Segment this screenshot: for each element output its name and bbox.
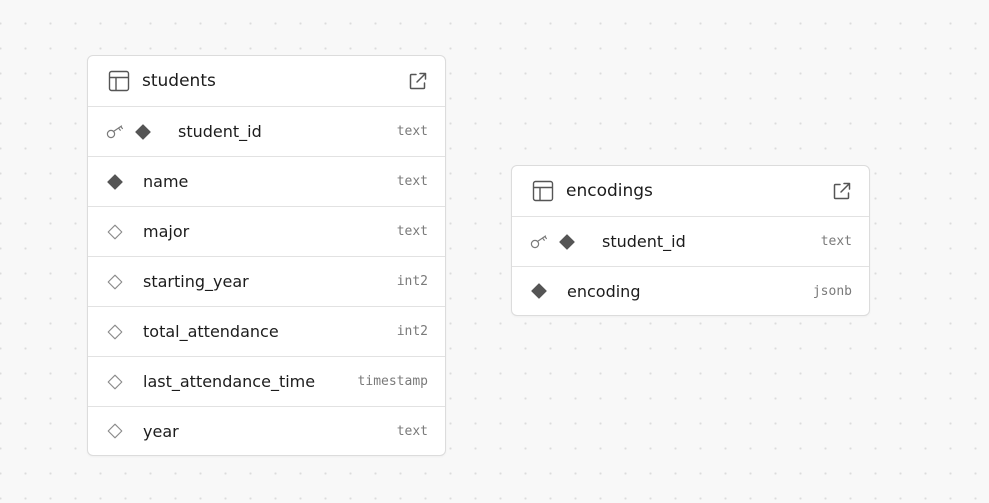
column-type: jsonb [812,283,852,299]
column-icons [106,422,143,440]
table-card-encodings[interactable]: encodings student_id text encoding jsonb [511,165,870,316]
outline-diamond-icon [106,422,124,440]
column-row[interactable]: major text [88,207,445,257]
column-name: total_attendance [143,322,279,341]
table-header: encodings [512,166,869,217]
column-row[interactable]: total_attendance int2 [88,307,445,357]
column-icons [530,282,567,300]
column-name: last_attendance_time [143,372,316,391]
filled-diamond-icon [134,123,152,141]
outline-diamond-icon [106,323,124,341]
column-row[interactable]: year text [88,407,445,455]
filled-diamond-icon [106,173,124,191]
column-icons [106,323,143,341]
column-row[interactable]: student_id text [512,217,869,267]
column-icons [106,223,143,241]
outline-diamond-icon [106,223,124,241]
table-grid-icon [108,70,130,92]
column-name: student_id [602,232,686,251]
column-row[interactable]: encoding jsonb [512,267,869,315]
column-name: major [143,222,190,241]
filled-diamond-icon [558,233,576,251]
column-type: text [396,423,428,439]
column-name: encoding [567,281,641,301]
external-link-icon[interactable] [407,70,429,92]
column-type: text [820,234,852,249]
column-type: int2 [396,324,428,339]
column-type: text [396,124,428,139]
outline-diamond-icon [106,373,124,391]
column-type: text [396,174,428,189]
outline-diamond-icon [106,273,124,291]
column-row[interactable]: last_attendance_time timestamp [88,357,445,407]
column-name: student_id [178,122,262,141]
key-icon [106,124,126,140]
column-icons [106,173,143,191]
column-row[interactable]: name text [88,157,445,207]
column-list: student_id text encoding jsonb [512,217,869,315]
column-type: timestamp [357,374,428,389]
column-type: int2 [396,274,428,289]
column-icons [106,273,143,291]
table-grid-icon [532,180,554,202]
external-link-icon[interactable] [831,180,853,202]
column-row[interactable]: starting_year int2 [88,257,445,307]
column-icons [106,373,143,391]
column-name: year [143,421,179,441]
column-icons [530,233,602,251]
column-row[interactable]: student_id text [88,107,445,157]
table-name: students [142,71,216,91]
column-type: text [396,224,428,239]
filled-diamond-icon [530,282,548,300]
table-name: encodings [566,181,653,201]
column-icons [106,123,178,141]
table-header: students [88,56,445,107]
column-name: starting_year [143,272,249,291]
key-icon [530,234,550,250]
column-name: name [143,172,189,191]
